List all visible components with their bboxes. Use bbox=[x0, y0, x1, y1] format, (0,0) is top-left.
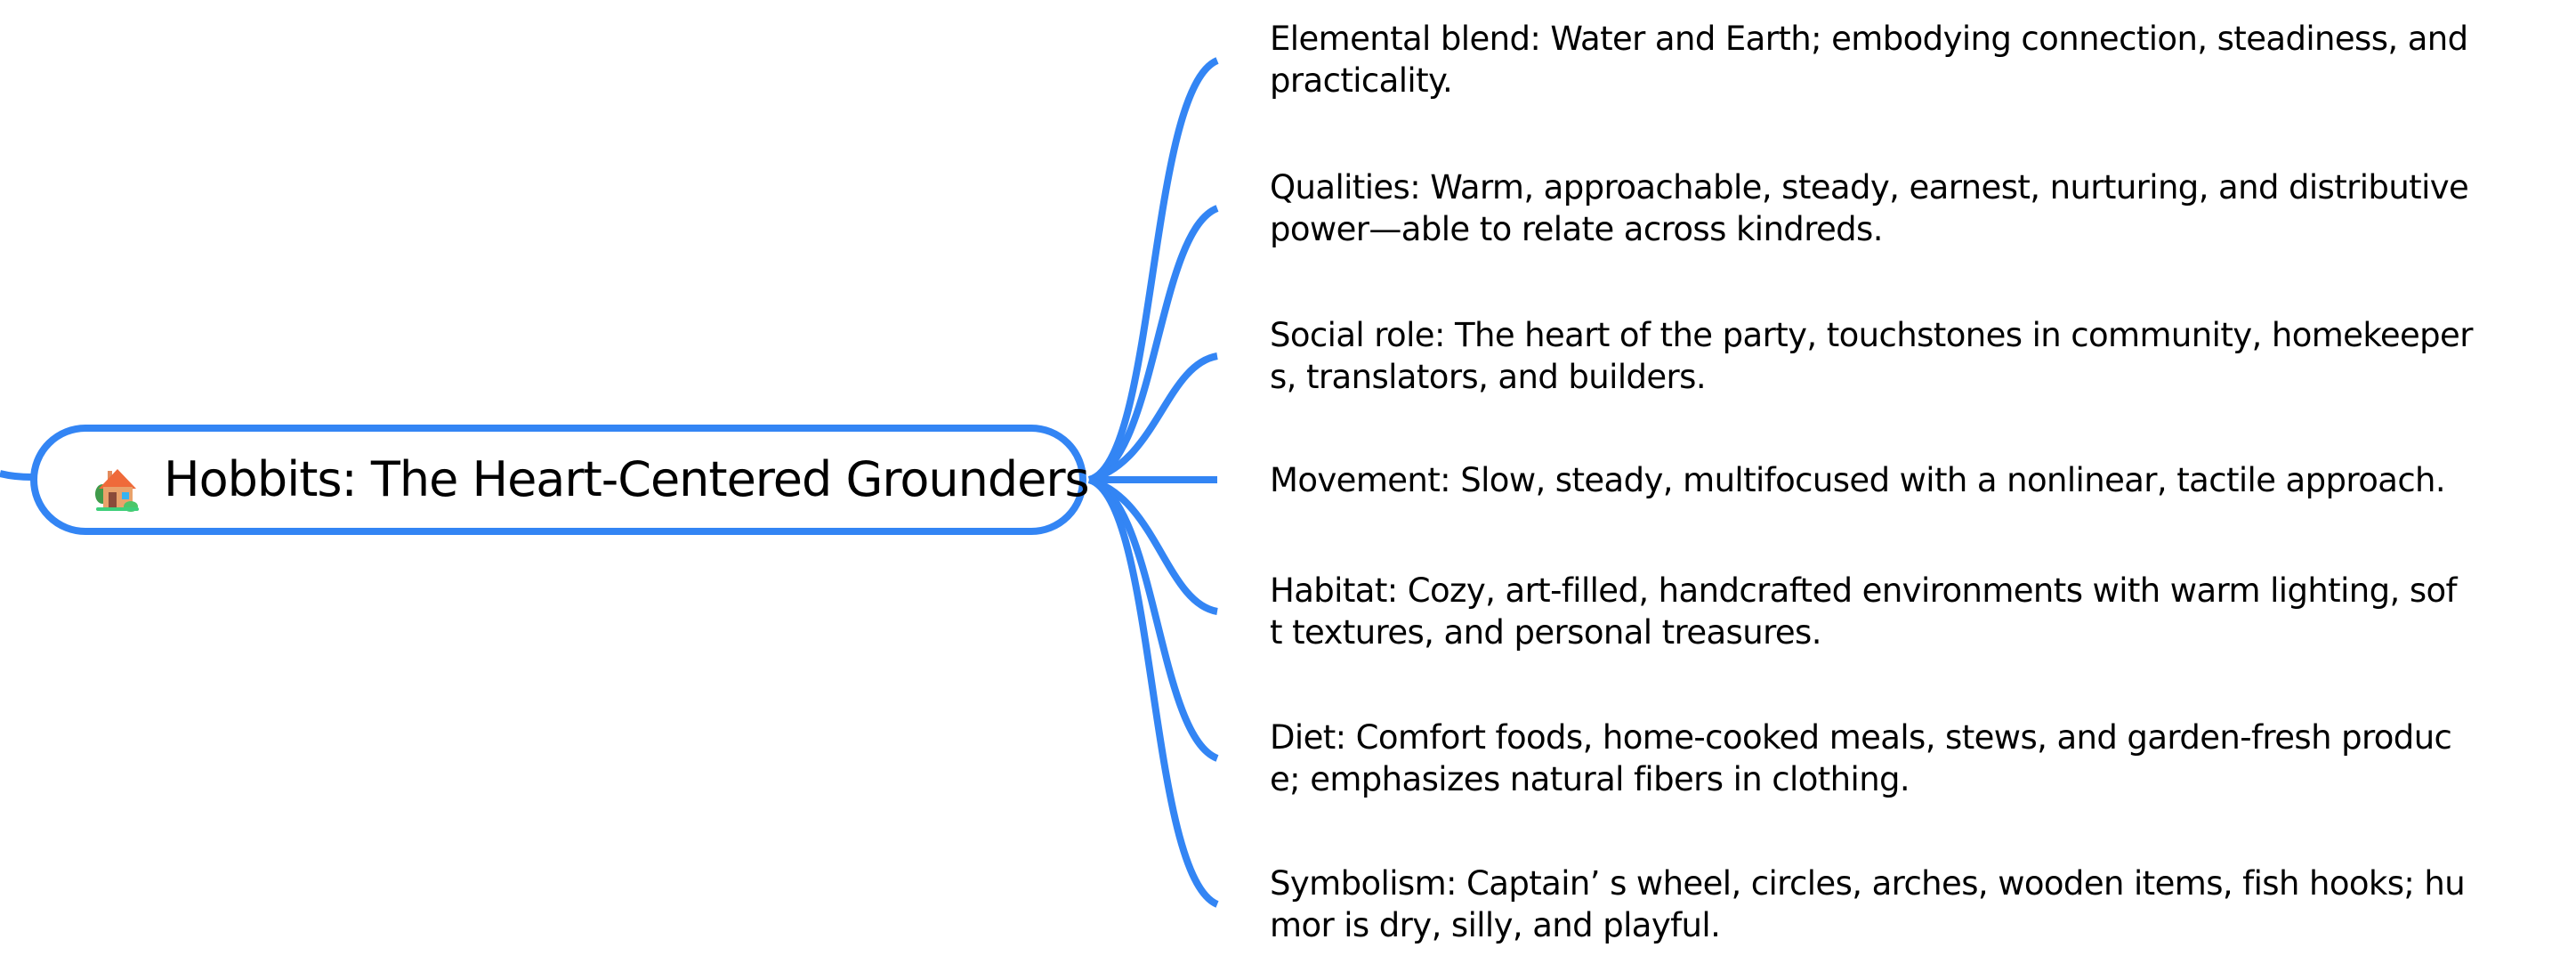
subtopic-text-line: s, translators, and builders. bbox=[1270, 358, 1707, 396]
branch-connector-7 bbox=[1087, 476, 1219, 908]
subtopic-text-line: Social role: The heart of the party, tou… bbox=[1270, 316, 2473, 354]
subtopic-elemental-blend[interactable]: Elemental blend: Water and Earth; embody… bbox=[1270, 18, 2533, 101]
parent-connector bbox=[0, 470, 33, 481]
branch-connector-2 bbox=[1087, 205, 1219, 483]
subtopic-text-line: t textures, and personal treasures. bbox=[1270, 613, 1821, 652]
house-icon bbox=[94, 467, 141, 512]
subtopic-text-line: Movement: Slow, steady, multifocused wit… bbox=[1270, 461, 2446, 499]
subtopic-text-line: power—able to relate across kindreds. bbox=[1270, 210, 1883, 248]
central-topic-node[interactable]: Hobbits: The Heart-Centered Grounders bbox=[30, 425, 1090, 535]
subtopic-habitat[interactable]: Habitat: Cozy, art-filled, handcrafted e… bbox=[1270, 570, 2533, 653]
subtopic-text-line: Diet: Comfort foods, home-cooked meals, … bbox=[1270, 718, 2452, 757]
subtopic-text-line: e; emphasizes natural fibers in clothing… bbox=[1270, 760, 1910, 798]
subtopic-qualities[interactable]: Qualities: Warm, approachable, steady, e… bbox=[1270, 166, 2533, 250]
subtopic-symbolism[interactable]: Symbolism: Captain’ s wheel, circles, ar… bbox=[1270, 863, 2533, 946]
central-topic-title: Hobbits: The Heart-Centered Grounders bbox=[164, 451, 1090, 507]
subtopic-text-line: Qualities: Warm, approachable, steady, e… bbox=[1270, 168, 2469, 207]
subtopic-text-line: Habitat: Cozy, art-filled, handcrafted e… bbox=[1270, 571, 2458, 610]
branch-connector-1 bbox=[1087, 57, 1219, 483]
subtopic-text-line: mor is dry, silly, and playful. bbox=[1270, 906, 1721, 944]
subtopic-movement[interactable]: Movement: Slow, steady, multifocused wit… bbox=[1270, 459, 2533, 501]
subtopic-text-line: Elemental blend: Water and Earth; embody… bbox=[1270, 20, 2468, 58]
subtopic-text-line: Symbolism: Captain’ s wheel, circles, ar… bbox=[1270, 864, 2466, 903]
subtopic-social-role[interactable]: Social role: The heart of the party, tou… bbox=[1270, 314, 2533, 398]
branch-connector-5 bbox=[1087, 476, 1218, 615]
subtopic-diet[interactable]: Diet: Comfort foods, home-cooked meals, … bbox=[1270, 717, 2533, 800]
subtopic-text-line: practicality. bbox=[1270, 61, 1453, 100]
branch-connector-3 bbox=[1087, 352, 1218, 483]
